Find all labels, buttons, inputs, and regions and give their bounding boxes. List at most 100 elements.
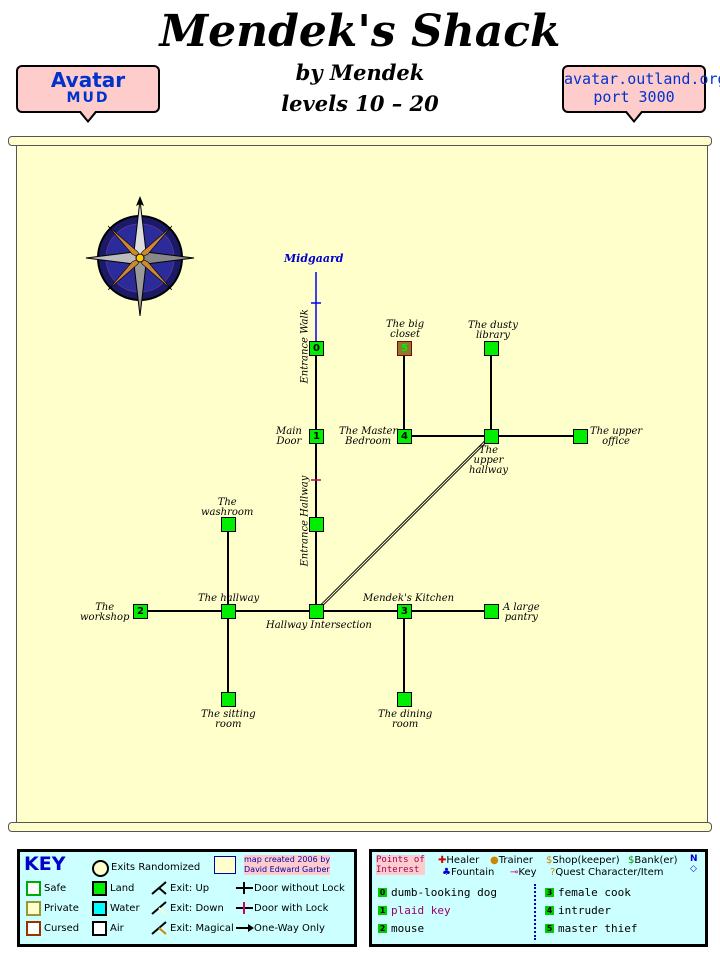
key-water: Water <box>110 903 140 914</box>
compass-north-icon: N◇ <box>690 854 698 874</box>
poi-marker-4: 4 <box>545 906 554 915</box>
poi-item-0: dumb-looking dog <box>391 886 497 899</box>
quest-icon: ? <box>550 867 556 878</box>
avatar-mud-logo: Avatar MUD <box>16 65 160 123</box>
healer-icon: ✚ <box>438 855 447 866</box>
room-hallway-intersection[interactable] <box>309 604 324 619</box>
room-main-door[interactable]: 1 <box>309 429 324 444</box>
logo-line1: Avatar <box>50 68 126 92</box>
room-upper-hallway[interactable] <box>484 429 499 444</box>
map-scroll-icon <box>214 856 236 874</box>
bank-icon: $ <box>628 855 635 866</box>
scroll-roll-bottom <box>8 822 712 832</box>
trainer-icon: ● <box>490 855 499 866</box>
key-one-way: One-Way Only <box>254 923 325 934</box>
label-the-hallway: The hallway <box>198 593 260 604</box>
land-swatch <box>92 881 107 896</box>
room-entrance-hallway[interactable] <box>309 517 324 532</box>
poi-bank: $Bank(er) <box>628 855 678 866</box>
logo-line2: MUD <box>66 90 110 106</box>
poi-item-4: intruder <box>558 904 611 917</box>
shop-icon: $ <box>546 855 553 866</box>
poi-divider <box>534 884 540 940</box>
map-title: Mendek's Shack <box>159 6 561 57</box>
room-master-bedroom[interactable]: 4 <box>397 429 412 444</box>
poi-fountain: ♣Fountain <box>442 867 495 878</box>
key-safe: Safe <box>44 883 67 894</box>
poi-marker-5: 5 <box>545 924 554 933</box>
room-sitting-room[interactable] <box>221 692 236 707</box>
room-large-pantry[interactable] <box>484 604 499 619</box>
room-the-hallway[interactable] <box>221 604 236 619</box>
key-door-lock: Door with Lock <box>254 903 329 914</box>
room-entrance-walk[interactable]: 0 <box>309 341 324 356</box>
key-private: Private <box>44 903 79 914</box>
key-exit-down: Exit: Down <box>170 903 224 914</box>
poi-shop: $Shop(keeper) <box>546 855 620 866</box>
compass-rose-icon <box>85 196 195 317</box>
key-exit-magical: Exit: Magical <box>170 923 234 934</box>
label-hallway-intersection: Hallway Intersection <box>266 620 372 631</box>
cursed-swatch <box>26 921 41 936</box>
server-port: port 3000 <box>593 88 675 106</box>
server-address-badge: avatar.outland.org port 3000 <box>562 65 720 123</box>
door-symbols-icon <box>236 882 254 932</box>
poi-item-2: mouse <box>391 922 425 935</box>
exits-randomized-icon <box>92 860 109 877</box>
key-land: Land <box>110 883 135 894</box>
room-the-washroom[interactable] <box>221 517 236 532</box>
poi-key: ⊸Key <box>510 867 537 878</box>
label-kitchen: Mendek's Kitchen <box>363 593 455 604</box>
server-host: avatar.outland.org <box>564 70 720 88</box>
poi-item-1: plaid key <box>391 904 451 917</box>
key-exits-randomized: Exits Randomized <box>111 862 201 873</box>
fountain-icon: ♣ <box>442 867 451 878</box>
poi-marker-3: 3 <box>545 888 554 897</box>
scroll-roll-top <box>8 136 712 146</box>
key-cursed: Cursed <box>44 923 80 934</box>
private-swatch <box>26 901 41 916</box>
poi-healer: ✚Healer <box>438 855 480 866</box>
map-levels: levels 10 – 20 <box>281 91 439 116</box>
poi-marker-2: 2 <box>378 924 387 933</box>
room-kitchen[interactable]: 3 <box>397 604 412 619</box>
room-big-closet[interactable]: 5 <box>397 341 412 356</box>
map-author: by Mendek <box>295 60 425 85</box>
key-air: Air <box>110 923 124 934</box>
room-the-workshop[interactable]: 2 <box>133 604 148 619</box>
key-icon: ⊸ <box>510 867 519 878</box>
air-swatch <box>92 921 107 936</box>
key-title: KEY <box>24 853 66 875</box>
poi-marker-1: 1 <box>378 906 387 915</box>
exit-symbols-icon <box>151 881 167 935</box>
key-door-no-lock: Door without Lock <box>254 883 345 894</box>
room-upper-office[interactable] <box>573 429 588 444</box>
safe-swatch <box>26 881 41 896</box>
poi-marker-0: 0 <box>378 888 387 897</box>
room-dining-room[interactable] <box>397 692 412 707</box>
poi-quest: ?Quest Character/Item <box>550 867 664 878</box>
room-dusty-library[interactable] <box>484 341 499 356</box>
poi-trainer: ●Trainer <box>490 855 533 866</box>
poi-item-5: master thief <box>558 922 638 935</box>
key-exit-up: Exit: Up <box>170 883 210 894</box>
map-key-panel: KEY Exits Randomized map created 2006 by… <box>17 849 357 947</box>
poi-item-3: female cook <box>558 886 631 899</box>
exit-label-midgaard: Midgaard <box>284 252 344 265</box>
water-swatch <box>92 901 107 916</box>
